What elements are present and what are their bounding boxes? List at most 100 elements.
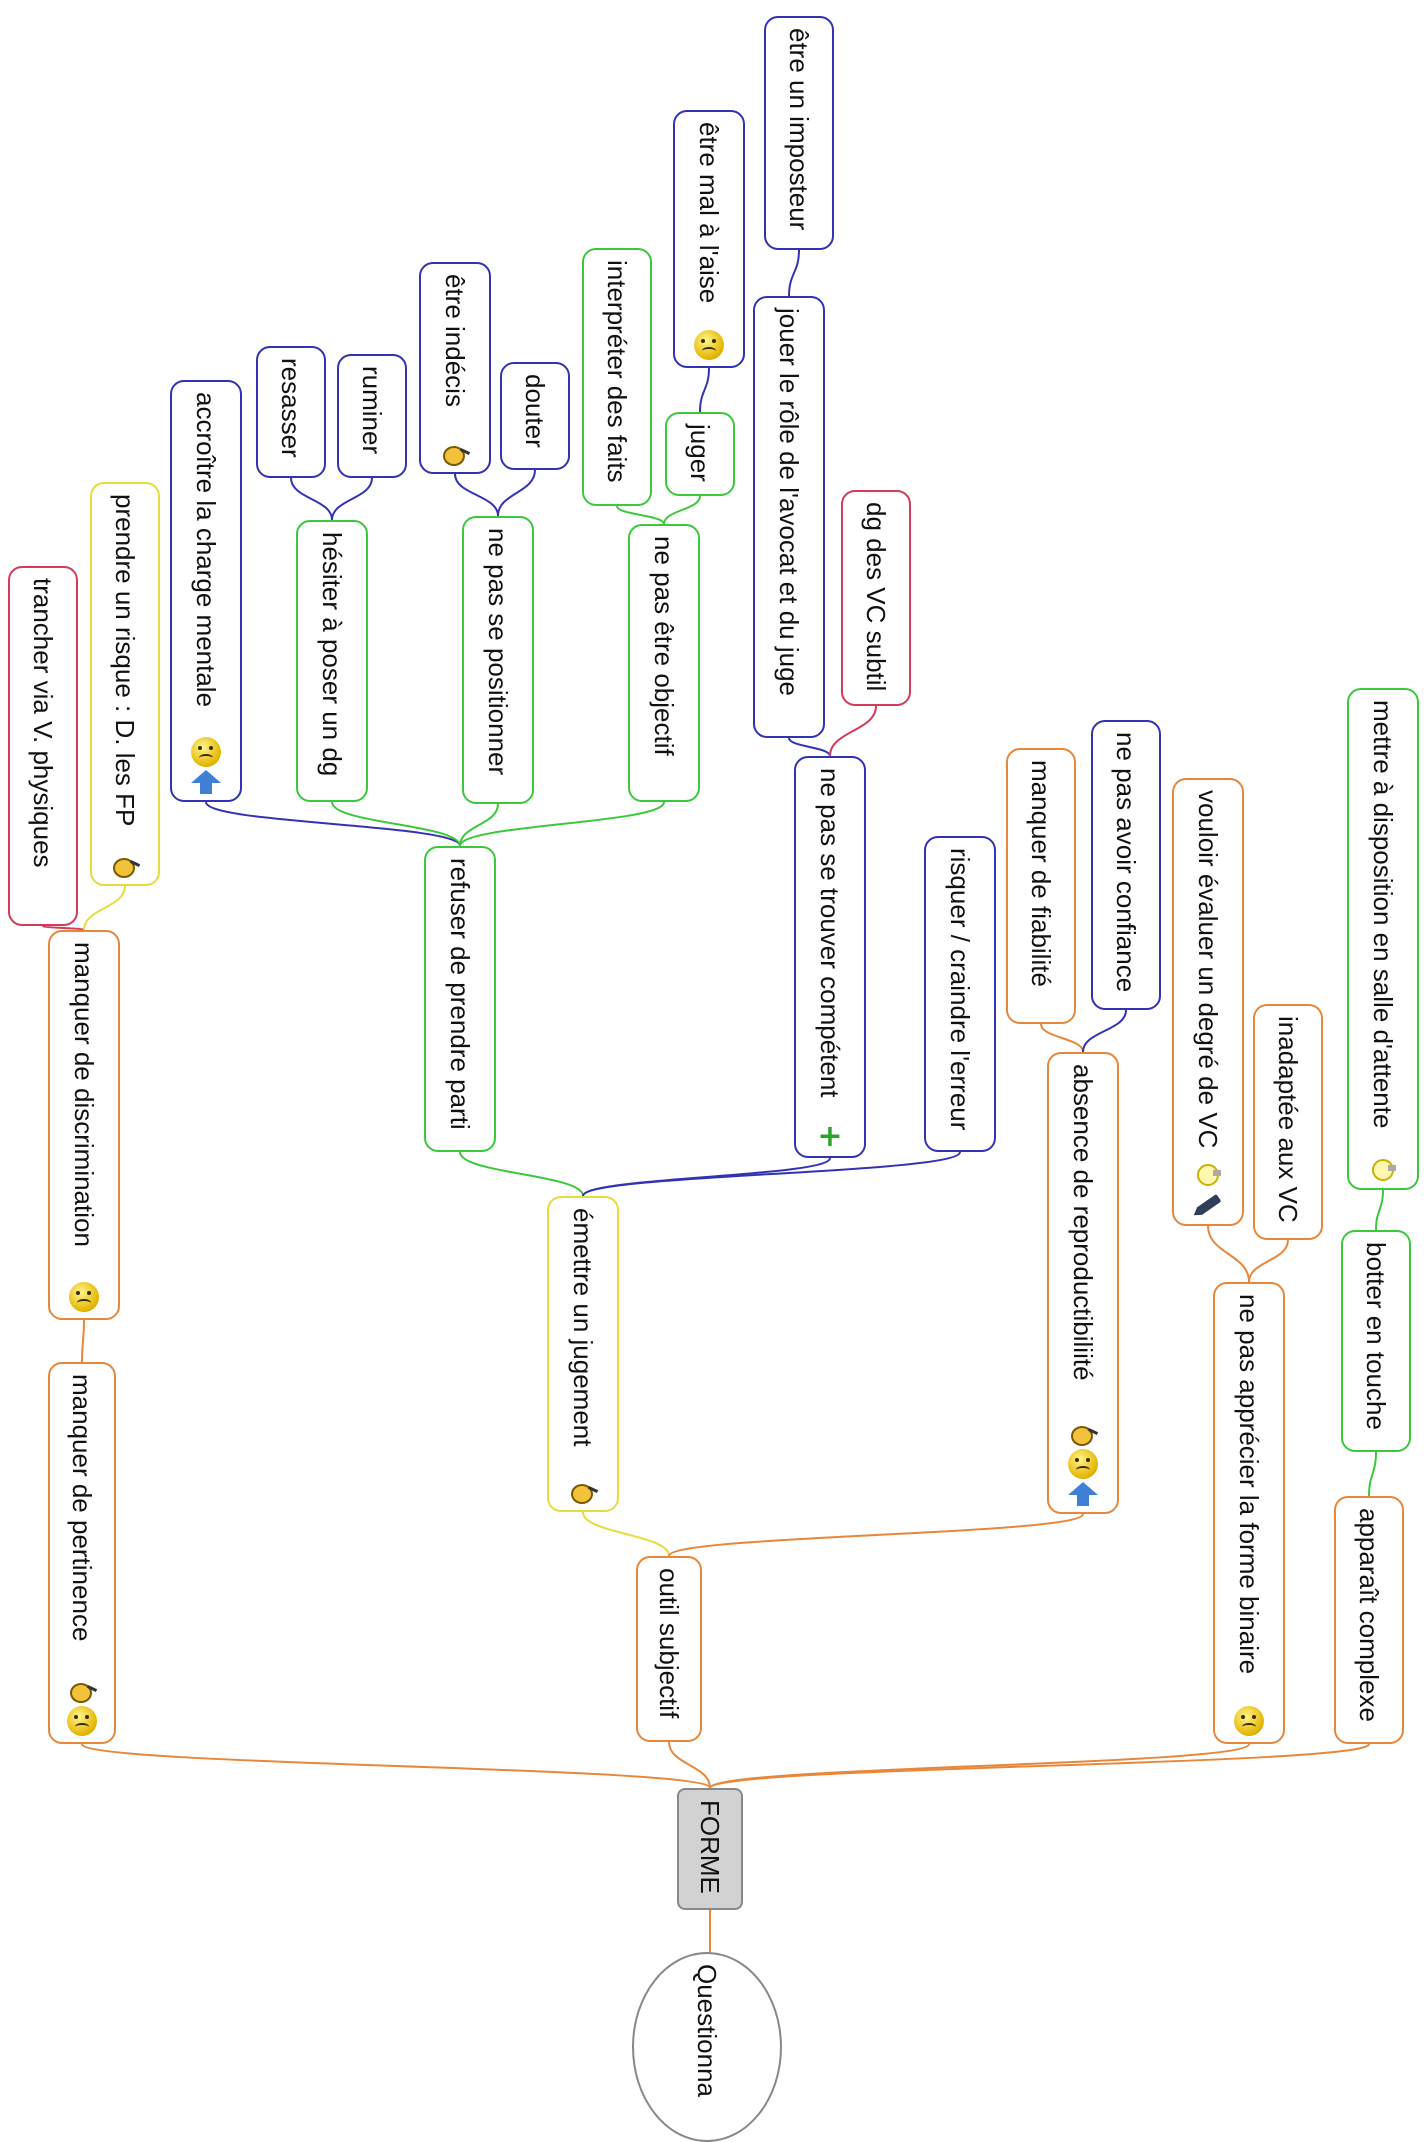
center-node-forme[interactable]: FORME xyxy=(677,1788,743,1910)
node-label: interpréter des faits xyxy=(602,260,632,483)
node-label: inadaptée aux VC xyxy=(1273,1016,1303,1223)
connector-forme-pertinence xyxy=(81,1743,711,1789)
connector-reproductibilite-fiabilite xyxy=(1040,1023,1084,1053)
node-complexe[interactable]: apparaît complexe xyxy=(1334,1496,1404,1744)
connector-competent-avocat xyxy=(788,737,831,757)
connector-hesiter-ruminer xyxy=(331,477,373,521)
pen-icon xyxy=(1193,1190,1223,1218)
node-pertinence[interactable]: manquer de pertinence xyxy=(48,1362,116,1744)
sad-smiley-icon xyxy=(191,737,221,767)
node-label: être indécis xyxy=(440,274,470,407)
connector-forme-outil xyxy=(668,1741,711,1789)
node-refuser[interactable]: refuser de prendre parti xyxy=(424,846,496,1152)
node-label: émettre un jugement xyxy=(568,1208,598,1447)
connector-refuser-positionner xyxy=(459,803,499,847)
node-label: apparaît complexe xyxy=(1354,1508,1384,1722)
node-icons xyxy=(1234,1706,1264,1736)
connector-refuser-objectif xyxy=(459,801,665,847)
node-label: hésiter à poser un dg xyxy=(317,532,347,777)
node-accroitre[interactable]: accroître la charge mentale xyxy=(170,380,242,802)
node-malaise[interactable]: être mal à l'aise xyxy=(673,110,745,368)
node-icons xyxy=(67,1679,97,1736)
node-label: ne pas apprécier la forme binaire xyxy=(1234,1294,1264,1675)
node-label: absence de reproductibiliité xyxy=(1068,1064,1098,1381)
node-label: manquer de pertinence xyxy=(67,1374,97,1642)
sad-smiley-icon xyxy=(69,1282,99,1312)
sad-smiley-icon xyxy=(67,1706,97,1736)
node-dgvc[interactable]: dg des VC subtil xyxy=(841,490,911,706)
node-label: mettre à disposition en salle d'attente xyxy=(1368,700,1398,1129)
node-binaire[interactable]: ne pas apprécier la forme binaire xyxy=(1213,1282,1285,1744)
node-icons xyxy=(440,442,470,466)
root-node-questionnaire[interactable]: Questionna xyxy=(632,1952,782,2142)
node-jugement[interactable]: émettre un jugement xyxy=(547,1196,619,1512)
connector-jugement-refuser xyxy=(459,1151,584,1197)
node-icons xyxy=(1068,1422,1098,1506)
connector-reproductibilite-confiance xyxy=(1082,1009,1127,1053)
node-confiance[interactable]: ne pas avoir confiance xyxy=(1091,720,1161,1010)
connector-discrimination-trancher xyxy=(42,925,85,931)
connector-pertinence-discrimination xyxy=(81,1319,85,1363)
up-arrow-icon xyxy=(191,770,221,794)
node-resasser[interactable]: resasser xyxy=(256,346,326,478)
pin-icon xyxy=(440,442,470,466)
root-node-label: Questionna xyxy=(692,1964,722,2097)
node-label: trancher via V. physiques xyxy=(28,578,58,868)
connector-positionner-douter xyxy=(497,469,536,517)
connector-binaire-inadaptee xyxy=(1248,1239,1289,1283)
node-label: douter xyxy=(520,374,550,448)
node-inadaptee[interactable]: inadaptée aux VC xyxy=(1253,1004,1323,1240)
node-trancher[interactable]: trancher via V. physiques xyxy=(8,566,78,926)
connector-jugement-competent xyxy=(582,1157,831,1197)
connector-objectif-juger xyxy=(663,495,701,525)
node-icons xyxy=(568,1480,598,1504)
pin-icon xyxy=(110,854,140,878)
connector-jugement-erreur xyxy=(582,1151,961,1197)
node-indecis[interactable]: être indécis xyxy=(419,262,491,474)
center-node-label: FORME xyxy=(695,1800,725,1894)
node-label: dg des VC subtil xyxy=(861,502,891,692)
node-avocat[interactable]: jouer le rôle de l'avocat et du juge xyxy=(753,296,825,738)
node-positionner[interactable]: ne pas se positionner xyxy=(462,516,534,804)
node-label: refuser de prendre parti xyxy=(445,858,475,1130)
pin-icon xyxy=(1068,1422,1098,1446)
node-reproductibilite[interactable]: absence de reproductibiliité xyxy=(1047,1052,1119,1514)
node-icons xyxy=(110,854,140,878)
node-juger[interactable]: juger xyxy=(665,412,735,496)
node-salle[interactable]: mettre à disposition en salle d'attente xyxy=(1347,688,1419,1190)
node-ruminer[interactable]: ruminer xyxy=(337,354,407,478)
node-objectif[interactable]: ne pas être objectif xyxy=(628,524,700,802)
node-fiabilite[interactable]: manquer de fiabilité xyxy=(1006,748,1076,1024)
node-outil[interactable]: outil subjectif xyxy=(636,1556,702,1742)
node-label: ne pas se trouver compétent xyxy=(815,768,845,1098)
node-interpreter[interactable]: interpréter des faits xyxy=(582,248,652,506)
node-evaluer[interactable]: vouloir évaluer un degré de VC xyxy=(1172,778,1244,1226)
connector-positionner-indecis xyxy=(454,473,499,517)
node-discrimination[interactable]: manquer de discrimination xyxy=(48,930,120,1320)
node-label: vouloir évaluer un degré de VC xyxy=(1193,790,1223,1149)
node-label: ne pas être objectif xyxy=(649,536,679,756)
node-label: accroître la charge mentale xyxy=(191,392,221,708)
bulb-icon xyxy=(1368,1156,1398,1182)
pin-icon xyxy=(568,1480,598,1504)
connector-forme-complexe xyxy=(709,1743,1370,1789)
node-douter[interactable]: douter xyxy=(500,362,570,470)
bulb-icon xyxy=(1193,1161,1223,1187)
node-prendre-risque[interactable]: prendre un risque : D. les FP xyxy=(90,482,160,886)
connector-discrimination-prendre_risque xyxy=(83,885,126,931)
sad-smiley-icon xyxy=(694,330,724,360)
node-competent[interactable]: ne pas se trouver compétent + xyxy=(794,756,866,1158)
connector-juger-malaise xyxy=(699,367,710,413)
node-label: être mal à l'aise xyxy=(694,122,724,304)
node-icons xyxy=(69,1282,99,1312)
node-botter[interactable]: botter en touche xyxy=(1341,1230,1411,1452)
node-erreur[interactable]: risquer / craindre l'erreur xyxy=(924,836,996,1152)
connector-avocat-imposteur xyxy=(788,249,800,297)
node-label: risquer / craindre l'erreur xyxy=(945,848,975,1131)
node-icons: + xyxy=(817,1119,843,1154)
node-imposteur[interactable]: être un imposteur xyxy=(764,16,834,250)
plus-icon: + xyxy=(817,1119,843,1154)
connector-outil-jugement xyxy=(582,1511,670,1557)
node-hesiter[interactable]: hésiter à poser un dg xyxy=(296,520,368,802)
